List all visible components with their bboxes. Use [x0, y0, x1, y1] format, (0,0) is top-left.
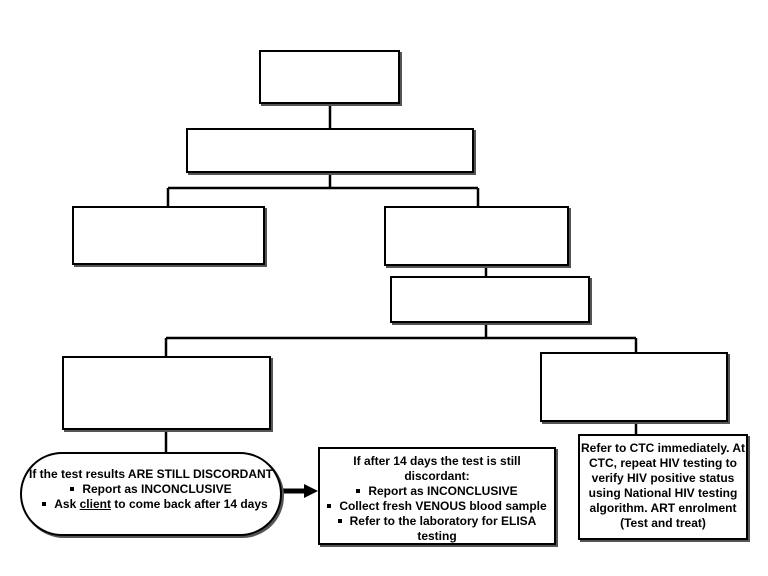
refer-line-3: verify HIV positive status: [591, 471, 735, 485]
flow-box-second: [186, 128, 474, 173]
flow-box-middle: [390, 276, 590, 323]
flow-box-left: [72, 206, 265, 265]
refer-to-ctc-box: Refer to CTC immediately. At CTC, repeat…: [578, 434, 748, 540]
refer-line-1: Refer to CTC immediately. At: [580, 441, 746, 455]
after-bullet-1: Report as INCONCLUSIVE: [320, 484, 554, 499]
discordant-heading: If the test results ARE STILL DISCORDANT: [28, 467, 274, 481]
after-bullet-3: Refer to the laboratory for ELISA: [320, 514, 554, 529]
after-bullet-3-cont: testing: [417, 529, 457, 543]
flow-box-right: [384, 206, 569, 266]
after-14-days-box: If after 14 days the test is still disco…: [318, 447, 556, 545]
flow-box-top: [259, 50, 400, 104]
after-bullet-2: Collect fresh VENOUS blood sample: [320, 499, 554, 514]
flow-box-lower-right: [540, 352, 728, 422]
after-14-days-heading: If after 14 days the test is still disco…: [353, 454, 521, 483]
flow-box-lower-left: [62, 356, 271, 430]
refer-line-2: CTC, repeat HIV testing to: [588, 456, 737, 470]
discordant-result-box: If the test results ARE STILL DISCORDANT…: [20, 452, 282, 536]
refer-line-6: (Test and treat): [620, 516, 706, 530]
refer-line-4: using National HIV testing: [588, 486, 738, 500]
refer-line-5: algorithm. ART enrolment: [589, 501, 737, 515]
discordant-bullet-2: Ask client to come back after 14 days: [30, 497, 280, 512]
arrow-to-after-14-days: [282, 484, 318, 498]
discordant-bullet-1: Report as INCONCLUSIVE: [22, 482, 280, 497]
